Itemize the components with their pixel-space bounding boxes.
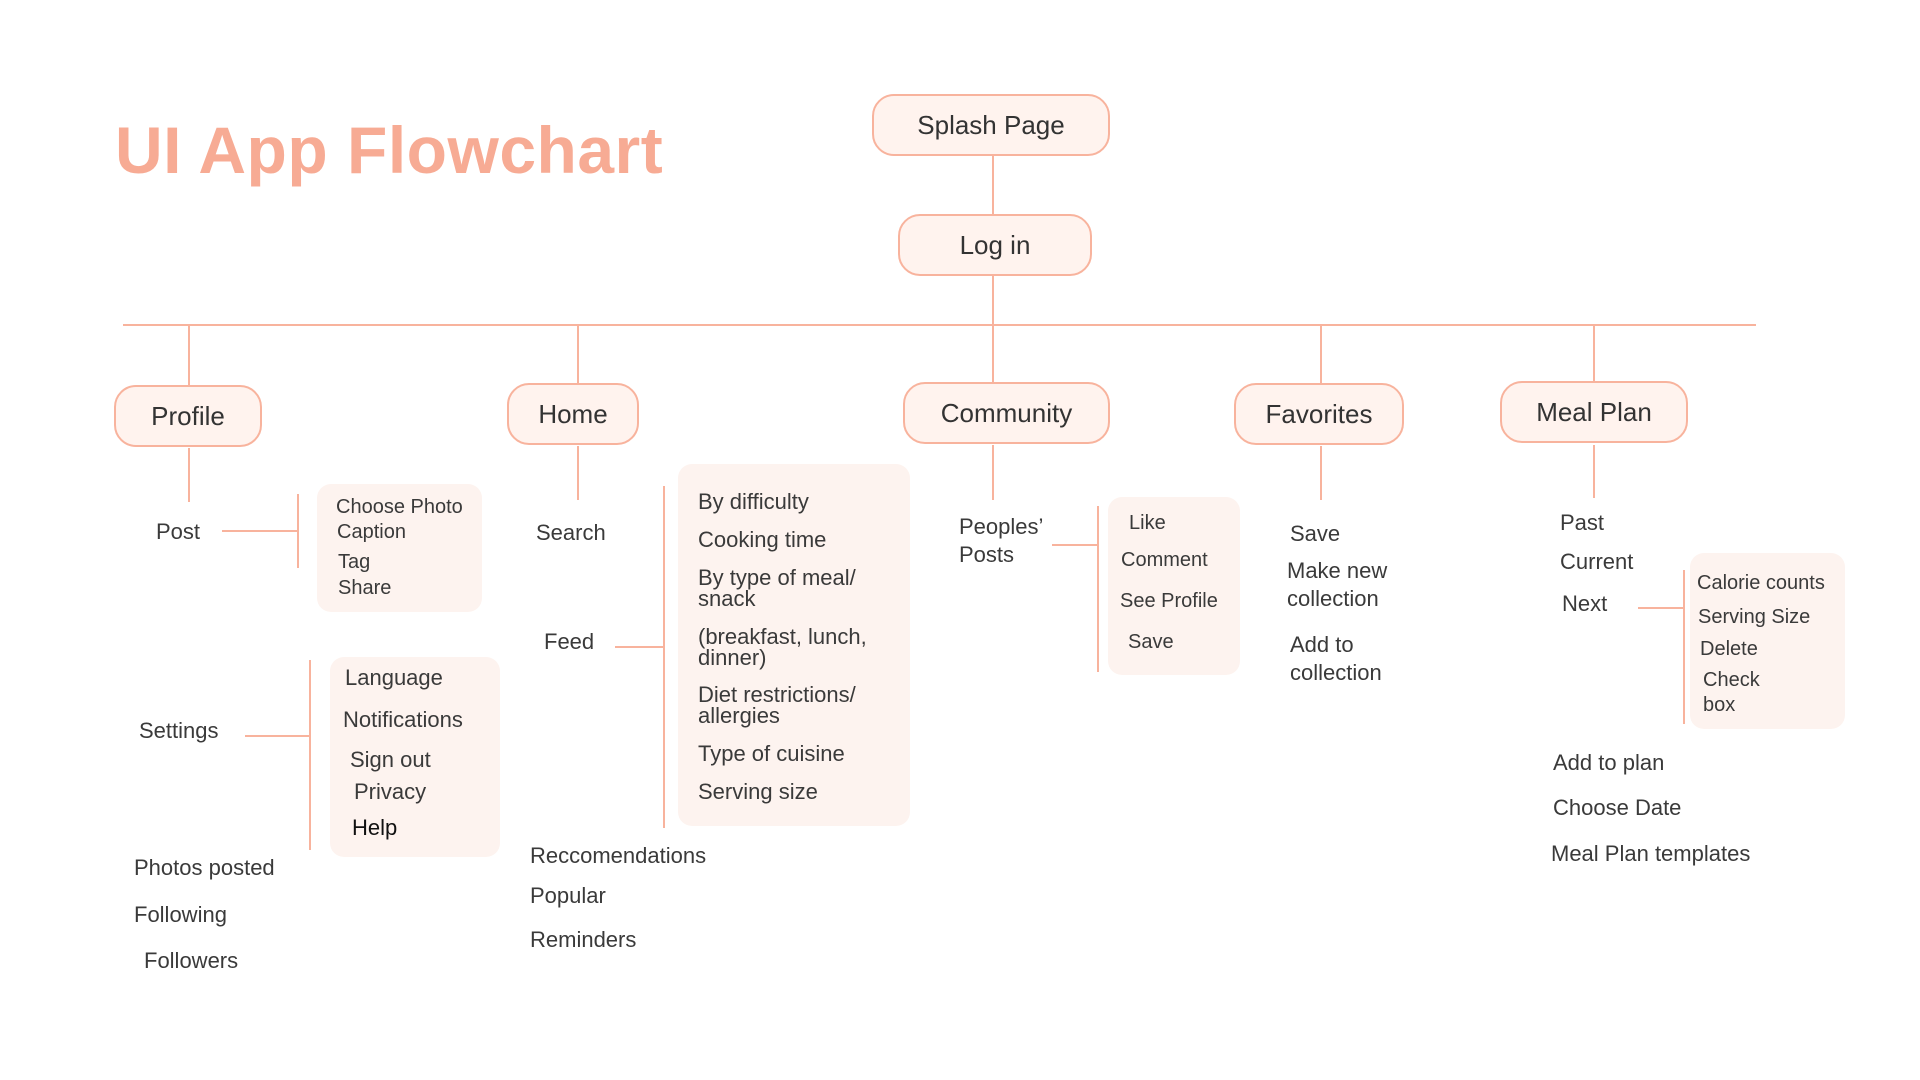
home-feed: Feed xyxy=(544,629,595,654)
favorites-add-to-collection: Add to collection xyxy=(1290,632,1382,685)
feed-option-serving-size: Serving size xyxy=(698,779,818,804)
profile-settings: Settings xyxy=(139,718,219,743)
community-peoples-posts: Peoples’ Posts xyxy=(959,514,1043,567)
mealplan-templates: Meal Plan templates xyxy=(1551,841,1751,866)
node-home[interactable]: Home xyxy=(507,383,639,445)
community-option-comment: Comment xyxy=(1121,549,1208,571)
home-reccomendations: Reccomendations xyxy=(530,843,707,868)
post-option-tag: Tag xyxy=(338,551,371,573)
node-community[interactable]: Community xyxy=(903,382,1110,444)
next-option-delete: Delete xyxy=(1700,638,1758,660)
community-option-save: Save xyxy=(1128,631,1174,653)
mealplan-next: Next xyxy=(1562,591,1608,616)
profile-followers: Followers xyxy=(144,948,239,973)
node-splash-page[interactable]: Splash Page xyxy=(872,94,1110,156)
feed-option-diet: Diet restrictions/ allergies xyxy=(698,682,856,728)
mealplan-current: Current xyxy=(1560,549,1634,574)
settings-option-language: Language xyxy=(345,665,443,690)
home-search: Search xyxy=(536,520,606,545)
post-option-caption: Caption xyxy=(337,521,406,543)
node-favorites[interactable]: Favorites xyxy=(1234,383,1404,445)
mealplan-add-to-plan: Add to plan xyxy=(1553,750,1665,775)
node-log-in[interactable]: Log in xyxy=(898,214,1092,276)
feed-option-difficulty: By difficulty xyxy=(698,489,809,514)
next-option-calorie-counts: Calorie counts xyxy=(1697,572,1825,594)
post-option-share: Share xyxy=(338,577,392,599)
post-option-choose-photo: Choose Photo xyxy=(336,496,463,518)
home-reminders: Reminders xyxy=(530,927,637,952)
mealplan-past: Past xyxy=(1560,510,1605,535)
community-option-see-profile: See Profile xyxy=(1120,590,1218,612)
settings-option-notifications: Notifications xyxy=(343,707,463,732)
node-meal-plan[interactable]: Meal Plan xyxy=(1500,381,1688,443)
settings-option-sign-out: Sign out xyxy=(350,747,431,772)
post-options-panel xyxy=(317,484,482,612)
settings-options-panel xyxy=(330,657,500,857)
next-option-serving-size: Serving Size xyxy=(1698,606,1811,628)
next-options-panel xyxy=(1690,553,1845,729)
community-options-panel xyxy=(1108,497,1240,675)
profile-following: Following xyxy=(134,902,227,927)
feed-option-cuisine: Type of cuisine xyxy=(698,741,845,766)
feed-option-meal-type: By type of meal/ snack xyxy=(698,565,856,611)
feed-options-panel xyxy=(678,464,910,826)
favorites-save: Save xyxy=(1290,521,1341,546)
favorites-make-new-collection: Make new collection xyxy=(1287,558,1388,611)
home-popular: Popular xyxy=(530,883,606,908)
community-option-like: Like xyxy=(1129,512,1166,534)
mealplan-choose-date: Choose Date xyxy=(1553,795,1682,820)
node-profile[interactable]: Profile xyxy=(114,385,262,447)
settings-option-privacy: Privacy xyxy=(354,779,427,804)
feed-option-cooking-time: Cooking time xyxy=(698,527,827,552)
feed-option-meal-examples: (breakfast, lunch, dinner) xyxy=(698,624,867,670)
next-option-check-box: Check box xyxy=(1703,669,1760,716)
profile-photos-posted: Photos posted xyxy=(134,855,275,880)
settings-option-help: Help xyxy=(352,815,398,840)
profile-post: Post xyxy=(156,519,201,544)
page-title: UI App Flowchart xyxy=(115,113,664,187)
